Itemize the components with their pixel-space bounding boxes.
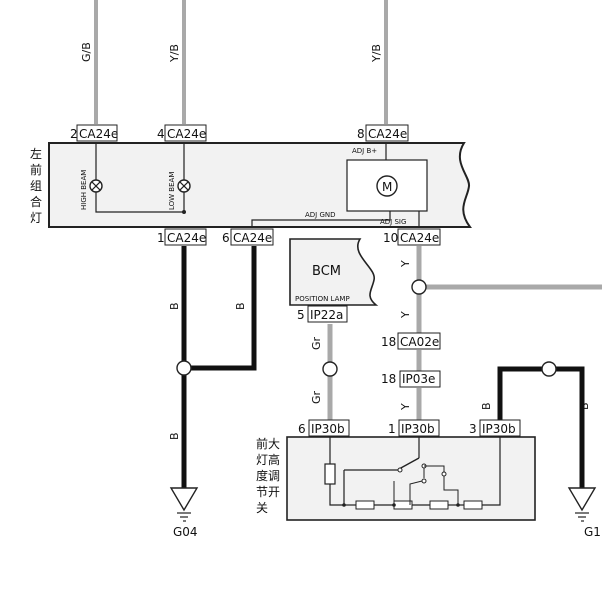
switch-contact-icon [398,457,420,470]
wire-color-label: B [234,302,247,310]
low-beam-label: LOW BEAM [168,172,176,210]
adj-gnd-label: ADJ GND [305,211,336,219]
wire-color-label: Y [399,403,412,411]
wire-color-label: B [480,402,493,410]
connector-top-2: 2 CA24e [70,124,118,142]
bcm-label: BCM [312,264,341,279]
resistor-icon [429,500,449,510]
ground-g1-icon[interactable] [567,487,597,522]
resistor-icon [463,500,483,510]
pin-number: 6 [298,422,306,436]
resistor-icon [393,500,413,510]
ground-label: G1 [584,525,601,539]
ground-label: G04 [173,525,198,539]
connector-lamp-1: 1 CA24e [157,228,207,246]
connector-lamp-6: 6 CA24e [222,228,274,246]
wire-color-label: B [578,402,591,410]
pin-number: 2 [70,127,78,141]
pin-number: 3 [469,422,477,436]
connector-label: CA24e [79,127,118,141]
connector-label: CA24e [233,231,272,245]
pin-number: 18 [381,335,396,349]
lamp-title: 左 [30,146,42,161]
connector-label: IP30b [401,422,435,436]
resistor-icon [355,500,375,510]
switch-title: 前大 [256,436,280,451]
wire-color-label: Gr [310,336,323,350]
wire-color-label: Y [399,311,412,319]
adj-sig-label: ADJ SIG [380,218,406,226]
pin-number: 1 [388,422,396,436]
lamp-title-c1: 左 [30,146,42,161]
leveling-switch [286,436,536,521]
wire-color-label: G/B [80,42,93,62]
connector-label: CA24e [368,127,407,141]
connector-label: CA02e [400,335,439,349]
lamp-assembly: 左 前 组 合 灯 HIGH BEAM LOW BEAM M [30,142,472,228]
connector-label: IP03e [402,372,435,386]
connector-top-8: 8 CA24e [357,124,409,142]
high-beam-bulb-icon [89,179,103,193]
wire-color-label: Gr [310,390,323,404]
motor-symbol: M [382,180,392,194]
pin-number: 18 [381,372,396,386]
connector-ca02e-18: 18 CA02e [381,332,441,350]
connector-bcm-5: 5 IP22a [297,305,348,323]
pin-number: 4 [157,127,165,141]
connector-lamp-10: 10 CA24e [383,228,441,246]
connector-ip03e-18: 18 IP03e [381,370,441,388]
pin-number: 6 [222,231,230,245]
connector-label: CA24e [400,231,439,245]
motor-icon: M [376,175,398,197]
low-beam-bulb-icon [177,179,191,193]
svg-text:组: 组 [30,179,42,193]
splice-node-b[interactable] [176,360,192,376]
svg-text:灯: 灯 [30,211,42,225]
ground-g04-icon[interactable] [169,487,199,522]
pin-number: 5 [297,308,305,322]
high-beam-label: HIGH BEAM [80,170,88,210]
pin-number: 8 [357,127,365,141]
connector-switch-1: 1 IP30b [388,419,440,437]
connector-label: IP22a [310,308,343,322]
svg-text:关: 关 [256,501,268,515]
wire-color-label: Y/B [370,44,383,63]
connector-switch-3: 3 IP30b [469,419,521,437]
svg-text:灯高: 灯高 [256,452,280,467]
wire-b-6[interactable] [186,246,257,371]
resistor-icon [324,463,336,485]
connector-label: CA24e [167,127,206,141]
splice-node-b-switch[interactable] [541,361,557,377]
splice-node-gr[interactable] [322,361,338,377]
adj-bplus-label: ADJ B+ [352,147,377,155]
svg-text:节开: 节开 [256,485,280,499]
svg-text:合: 合 [30,194,42,209]
connector-label: IP30b [311,422,345,436]
pin-number: 10 [383,231,398,245]
wire-color-label: B [168,432,181,440]
connector-switch-6: 6 IP30b [298,419,350,437]
connector-label: IP30b [482,422,516,436]
splice-node-y[interactable] [411,279,427,295]
pin-number: 1 [157,231,165,245]
svg-text:度调: 度调 [256,468,280,483]
connector-label: CA24e [167,231,206,245]
wire-b-switch[interactable] [497,366,585,488]
wire-color-label: B [168,302,181,310]
connector-top-4: 4 CA24e [157,124,207,142]
bcm-sub-label: POSITION LAMP [295,295,350,303]
wire-color-label: Y/B [168,44,181,63]
bcm-module: BCM POSITION LAMP [289,238,379,306]
wire-color-label: Y [399,260,412,268]
svg-text:前: 前 [30,162,42,177]
